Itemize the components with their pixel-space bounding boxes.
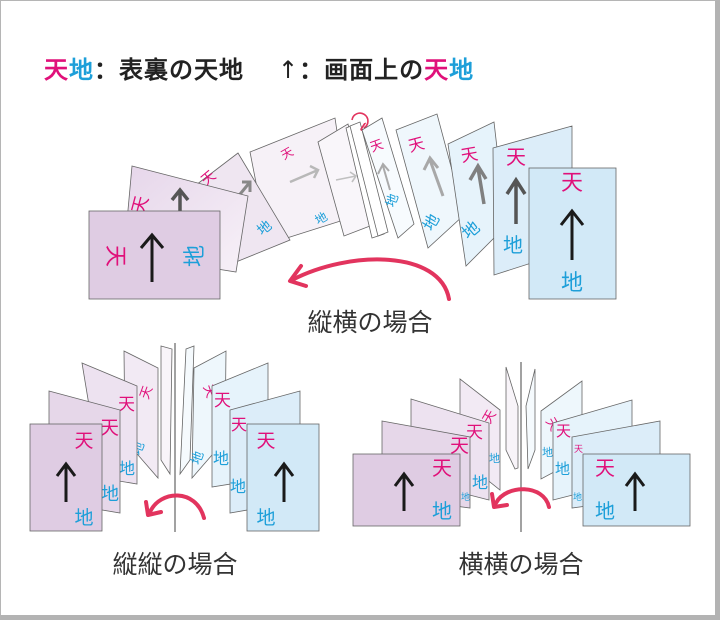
arrow-icon — [505, 176, 527, 224]
page-front-3: 天 地 — [447, 121, 507, 267]
page-front-1: 天 地 — [361, 117, 415, 239]
ten-label: 天 — [256, 430, 275, 452]
page-right-5 — [179, 345, 195, 476]
caption-tate-tate: 縦縦の場合 — [112, 550, 237, 579]
legend-item-screen-orientation: ↑：画面上の天地 — [278, 56, 474, 84]
ten-label: 天 — [595, 456, 615, 480]
arrow-icon — [170, 187, 190, 212]
legend-ten-char: 天 — [424, 56, 450, 84]
arrow-head-icon — [288, 264, 308, 288]
page-front-main: 天 地 — [528, 167, 617, 300]
chi-label: 地 — [461, 491, 470, 503]
legend-text: 表裏の天地 — [119, 56, 244, 84]
rotation-arrow-icon — [148, 493, 206, 520]
up-arrow-icon — [55, 461, 77, 502]
arrow-icon — [422, 155, 445, 197]
page-right-main: 天 地 — [246, 423, 320, 532]
up-arrow-icon — [393, 471, 415, 511]
ten-label: 天 — [432, 456, 452, 480]
rotation-arrow-icon — [494, 487, 551, 509]
rotation-arrow-icon — [351, 112, 368, 128]
chi-label: 地 — [503, 233, 523, 257]
arrow-icon — [377, 162, 391, 191]
legend-ten-char: 天 — [44, 56, 69, 84]
legend-separator: ： — [299, 56, 325, 84]
ten-label: 天 — [231, 415, 247, 434]
legend: 天地：表裏の天地↑：画面上の天地 — [44, 50, 474, 85]
ten-label: 天 — [406, 133, 426, 155]
chi-label: 地 — [256, 507, 275, 529]
page-left-5 — [505, 366, 519, 470]
diagram-tate-tate: 天 地 天 地 天 地 天 地 天 地 天 地 天 地 天 地 縦縦の — [29, 343, 320, 579]
chi-label: 地 — [472, 473, 488, 492]
diagram-tate-yoko: 天 地 天 地 天 天 地 — [88, 112, 617, 337]
ten-label: 天 — [100, 417, 119, 439]
page-left-main: 天 地 — [29, 423, 103, 532]
ten-label: 天 — [574, 445, 583, 455]
caption-tate-yoko: 縦横の場合 — [307, 308, 432, 337]
chi-label: 地 — [384, 192, 403, 209]
ten-label: 天 — [214, 391, 231, 411]
chi-label: 地 — [189, 450, 208, 467]
up-arrow-icon: ↑ — [278, 56, 300, 84]
arrow-icon — [468, 162, 488, 205]
up-arrow-icon — [624, 471, 646, 511]
chi-label: 地 — [119, 459, 135, 478]
ten-label: 天 — [459, 144, 479, 167]
legend-chi-char: 地 — [69, 56, 94, 84]
rotation-arrow-icon — [290, 257, 451, 301]
chi-label: 地 — [555, 460, 570, 478]
legend-separator: ： — [94, 56, 119, 84]
ten-label: 天 — [368, 137, 385, 156]
arrow-head-icon — [490, 492, 509, 509]
ten-label: 天 — [450, 435, 469, 457]
page-back-1: 天 地 — [88, 210, 221, 300]
legend-chi-char: 地 — [449, 56, 475, 84]
arrow-icon — [289, 164, 320, 184]
up-arrow-icon — [273, 461, 295, 502]
ten-label: 天 — [74, 430, 93, 452]
chi-label: 地 — [432, 499, 452, 523]
chi-label: 地 — [561, 271, 583, 296]
ten-label: 天 — [556, 422, 571, 440]
chi-label: 地 — [230, 477, 246, 496]
arrow-head-icon — [144, 500, 163, 517]
chi-label: 地 — [542, 446, 553, 459]
page-front-2: 天 地 — [395, 113, 465, 249]
chi-label: 地 — [489, 452, 500, 465]
caption-yoko-yoko: 横横の場合 — [458, 550, 583, 579]
ten-label: 天 — [138, 384, 157, 401]
legend-item-surface-orientation: 天地：表裏の天地 — [44, 56, 244, 84]
page-spine — [345, 112, 389, 239]
legend-text: 画面上の — [324, 56, 425, 84]
ten-label: 天 — [118, 395, 135, 415]
page-left-main: 天 地 — [352, 453, 461, 527]
arrow-icon — [335, 171, 358, 183]
chi-label: 地 — [573, 491, 582, 503]
up-arrow-icon — [559, 208, 585, 260]
ten-label: 天 — [561, 171, 583, 196]
chi-label: 地 — [213, 449, 229, 468]
chi-label: 地 — [101, 484, 119, 505]
chi-label: 地 — [595, 499, 615, 523]
ten-label: 天 — [506, 145, 526, 169]
ten-label: 天 — [102, 245, 127, 267]
chi-label: 地 — [74, 507, 93, 529]
chi-label: 地 — [183, 245, 208, 267]
page-right-5 — [525, 368, 536, 470]
page-right-main: 天 地 — [582, 453, 691, 527]
up-arrow-icon — [139, 232, 165, 282]
page-left-5 — [160, 345, 173, 476]
diagram-yoko-yoko: 天 地 天 地 天 地 天 地 天 地 天 地 天 地 天 地 横横の — [352, 362, 691, 579]
